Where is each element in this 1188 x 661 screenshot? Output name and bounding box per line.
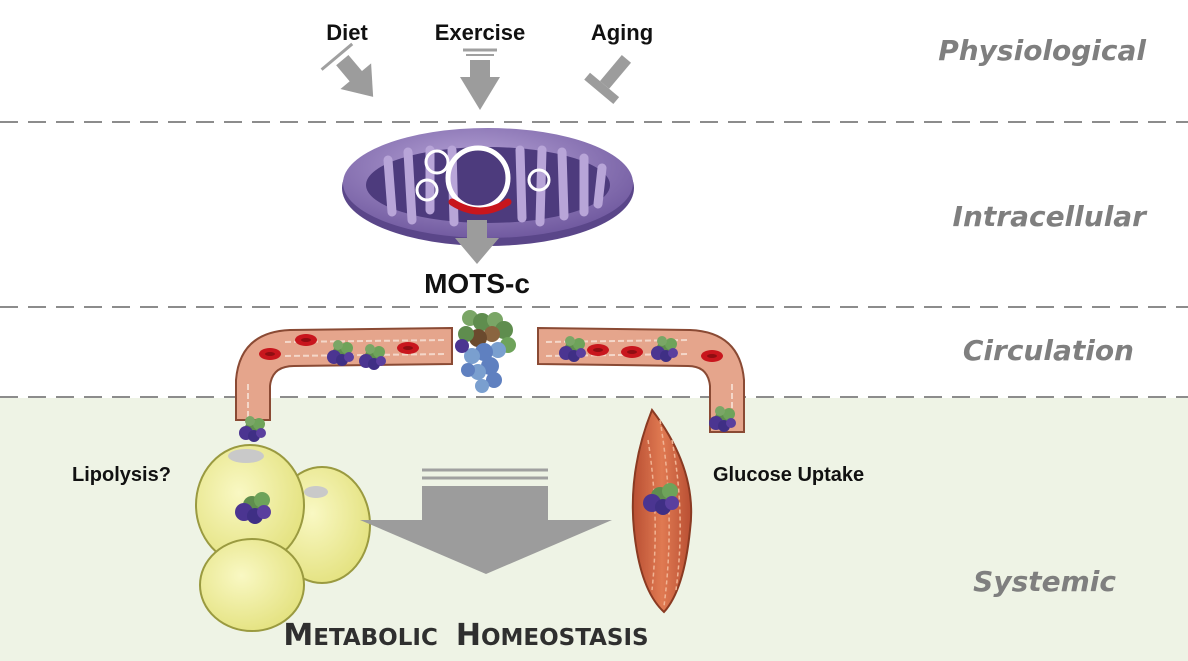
exercise-arrow-icon (460, 48, 500, 110)
level-separators (0, 121, 1188, 398)
input-aging: Aging (591, 20, 653, 45)
diet-arrow-icon (320, 42, 374, 97)
input-diet: Diet (326, 20, 368, 45)
mots-c-release-arrow-icon (455, 220, 499, 264)
outcome-rest-metabolic: ETABOLIC (313, 625, 438, 651)
glucose-uptake-label: Glucose Uptake (713, 464, 864, 486)
level-intracellular: Intracellular (953, 200, 1149, 233)
level-systemic: Systemic (973, 565, 1116, 598)
fat-cell-icon (195, 444, 371, 632)
outcome-rest-homeostasis: OMEOSTASIS (481, 625, 649, 651)
mots-c-label: MOTS-c (424, 268, 530, 299)
outcome-space (448, 625, 456, 651)
level-physiological: Physiological (938, 34, 1146, 67)
level-circulation: Circulation (963, 334, 1134, 367)
mitochondrion-icon (342, 128, 634, 246)
outcome-initial-m: M (283, 618, 313, 653)
convergence-arrow-icon (360, 468, 612, 574)
metabolic-homeostasis-label: METABOLIC HOMEOSTASIS (283, 618, 648, 653)
blood-vessel-icon (235, 326, 453, 421)
muscle-fiber-icon (631, 407, 693, 614)
inhibition-t-bar-icon (584, 55, 632, 105)
peptide-molecule-icon (455, 310, 516, 393)
systemic-band (0, 398, 1188, 661)
outcome-initial-h: H (456, 618, 481, 653)
lipolysis-label: Lipolysis? (72, 464, 171, 486)
input-exercise: Exercise (435, 20, 526, 45)
